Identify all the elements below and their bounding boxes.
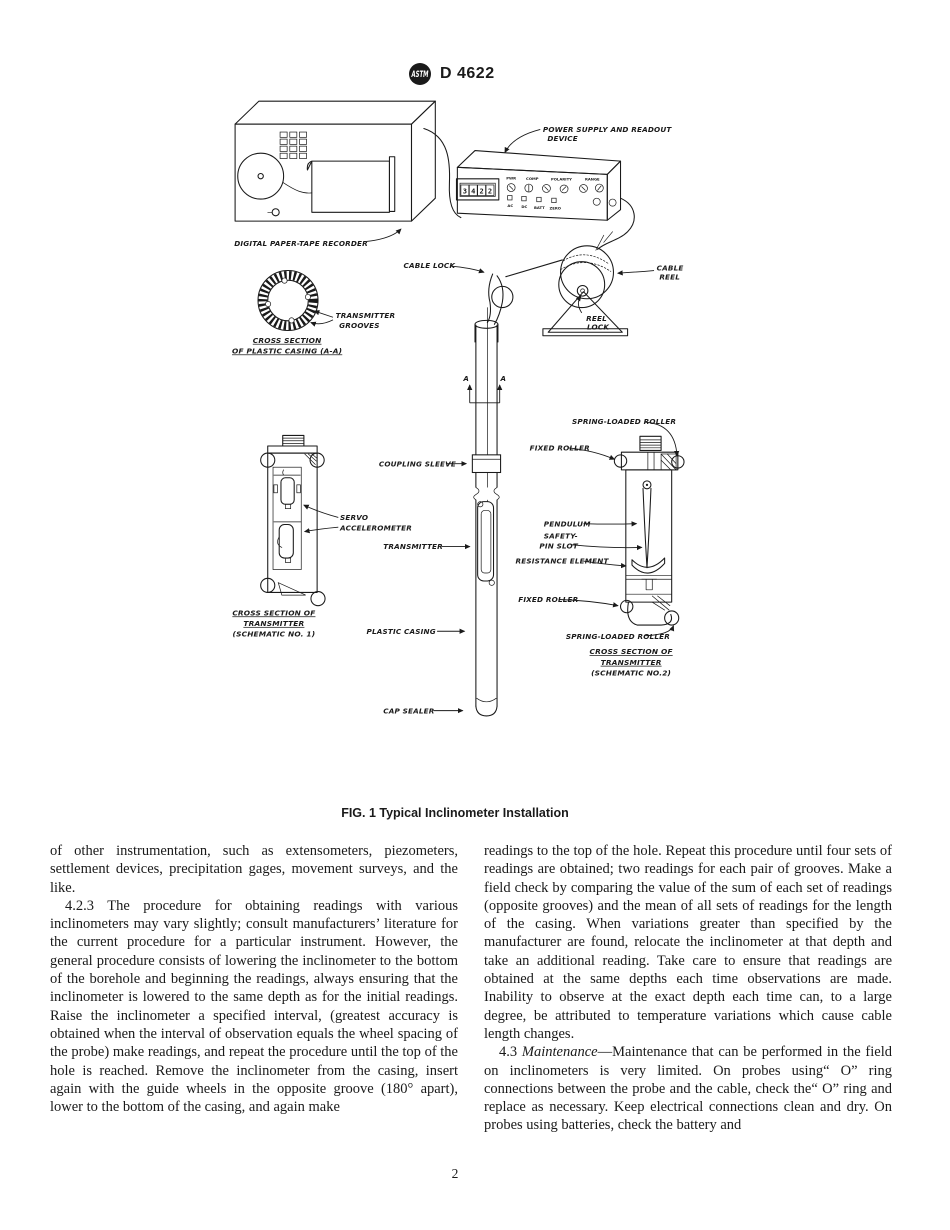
schematic1-caption-line3: (SCHEMATIC NO. 1) (233, 630, 316, 639)
paragraph-4-3: 4.3 Maintenance—Maintenance that can be … (484, 1043, 892, 1134)
schematic2-caption-line2: TRANSMITTER (601, 658, 662, 667)
fixed-roller-top-label: FIXED ROLLER (530, 443, 590, 452)
figure-caption: FIG. 1 Typical Inclinometer Installation (341, 806, 569, 820)
power-supply-label-line1: POWER SUPPLY AND READOUT (543, 125, 673, 134)
transmitter-schematic-2-drawing: SPRING-LOADED ROLLER FIXED ROLLER PENDUL… (516, 417, 685, 677)
display-digit-3: 2 (479, 186, 483, 195)
page-header: ASTM D 4622 (408, 62, 495, 86)
paragraph-4-2-3: 4.2.3 The procedure for obtaining readin… (50, 897, 458, 1116)
schematic1-caption-line2: TRANSMITTER (243, 619, 304, 628)
cable-lock-drawing: CABLE LOCK (404, 261, 514, 343)
paragraph: of other instrumentation, such as extens… (50, 843, 458, 896)
switch-label-ac: AC (507, 203, 513, 208)
page-number: 2 (451, 1166, 459, 1181)
display-digit-2: 4 (471, 186, 475, 195)
switch-label-zero: ZERO (550, 206, 562, 211)
transmitter-grooves-label-line1: TRANSMITTER (336, 311, 396, 320)
schematic2-caption-line3: (SCHEMATIC NO.2) (591, 668, 671, 677)
astm-logo: ASTM (409, 63, 431, 85)
servo-accelerometer-label-line1: SERVO (340, 513, 368, 522)
power-supply-label-line2: DEVICE (547, 134, 577, 143)
knob-label-polarity: POLARITY (551, 177, 572, 182)
schematic1-caption-line1: CROSS SECTION OF (232, 608, 315, 617)
display-digit-4: 2 (488, 186, 492, 195)
left-column: of other instrumentation, such as extens… (50, 842, 458, 1135)
paragraph: readings to the top of the hole. Repeat … (484, 843, 892, 1042)
right-column: readings to the top of the hole. Repeat … (484, 842, 892, 1135)
spring-loaded-roller-bottom-label: SPRING-LOADED ROLLER (566, 632, 670, 641)
pendulum-label: PENDULUM (544, 519, 591, 528)
body-text: of other instrumentation, such as extens… (50, 842, 910, 1135)
casing-pipe-drawing: A A COUPLING SLEEVE TRANSMITTER PLASTIC … (367, 307, 506, 717)
section-marker-a-left: A (462, 374, 468, 383)
coupling-sleeve-label: COUPLING SLEEVE (379, 459, 456, 468)
section-number: 4.3 (499, 1044, 522, 1061)
knob-label-comp: COMP (526, 176, 539, 181)
casing-section-caption-line1: CROSS SECTION (253, 336, 322, 345)
paragraph-text: —Maintenance that can be performed in th… (484, 1044, 893, 1134)
figure-1: DIGITAL PAPER-TAPE RECORDER 3 4 2 2 (0, 95, 950, 805)
transmitter-grooves-label-line2: GROOVES (339, 321, 379, 330)
transmitter-schematic-1-drawing: SERVO ACCELEROMETER CROSS SECTION OF TRA… (232, 434, 412, 639)
switch-label-batt: BATT (534, 205, 545, 210)
display-digit-1: 3 (463, 186, 467, 195)
figure-1-drawing: DIGITAL PAPER-TAPE RECORDER 3 4 2 2 (232, 100, 685, 717)
power-supply-drawing: 3 4 2 2 PWR COMP POLARITY RANGE AC (455, 125, 673, 250)
schematic2-caption-line1: CROSS SECTION OF (590, 647, 673, 656)
fixed-roller-bottom-label: FIXED ROLLER (518, 595, 578, 604)
cap-sealer-label: CAP SEALER (383, 706, 434, 715)
reel-lock-label-line1: REEL (586, 314, 607, 323)
knob-label-range: RANGE (585, 177, 600, 182)
casing-cross-section-drawing: TRANSMITTER GROOVES CROSS SECTION OF PLA… (232, 269, 396, 355)
doc-code: D 4622 (440, 65, 495, 82)
casing-section-caption-line2: OF PLASTIC CASING (A-A) (232, 346, 342, 355)
cable-lock-label: CABLE LOCK (404, 261, 457, 270)
cable-reel-label-line2: REEL (659, 272, 680, 281)
cable-reel-drawing: REEL LOCK CABLE REEL (505, 231, 684, 337)
spring-loaded-roller-top-label: SPRING-LOADED ROLLER (572, 417, 676, 426)
reel-lock-label-line2: LOCK (587, 323, 610, 332)
section-marker-a-right: A (499, 374, 505, 383)
maintenance-term: Maintenance (521, 1044, 598, 1061)
knob-label-pwr: PWR (506, 176, 516, 181)
servo-accelerometer-label-line2: ACCELEROMETER (339, 524, 412, 533)
transmitter-label: TRANSMITTER (383, 542, 443, 551)
switch-label-dc: DC (521, 204, 527, 209)
recorder-label: DIGITAL PAPER-TAPE RECORDER (234, 239, 368, 248)
paper-tape-recorder-drawing: DIGITAL PAPER-TAPE RECORDER (234, 100, 462, 248)
cable-reel-label-line1: CABLE (657, 264, 684, 273)
astm-logo-text: ASTM (411, 70, 429, 80)
safety-pin-slot-label-line1: SAFETY- (544, 532, 578, 541)
safety-pin-slot-label-line2: PIN SLOT (539, 541, 578, 550)
plastic-casing-label: PLASTIC CASING (367, 627, 436, 636)
resistance-element-label: RESISTANCE ELEMENT (516, 556, 610, 565)
